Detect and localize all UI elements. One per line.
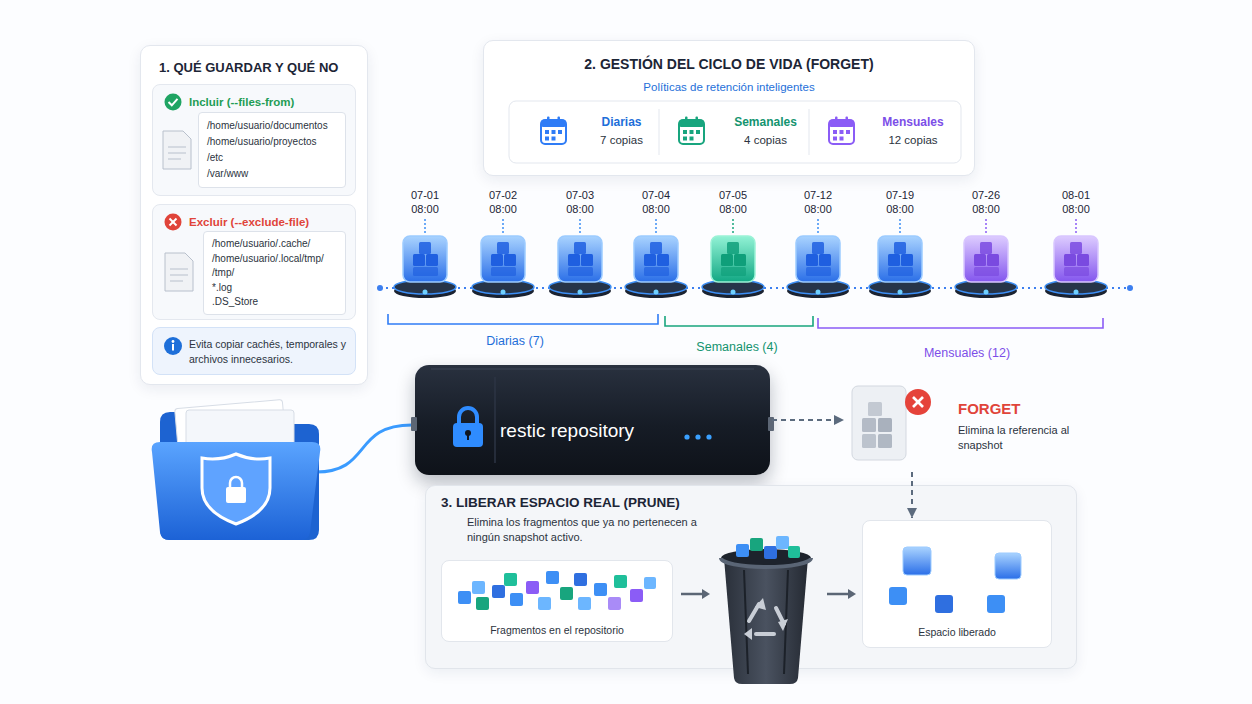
freed-space-box: Espacio liberado [862, 520, 1052, 648]
snapshot-node: 07-19 08:00 [864, 188, 936, 303]
policy-card: Semanales 4 copias [663, 106, 813, 156]
exclude-heading: Excluir (--exclude-file) [189, 214, 345, 230]
path-list: /home/usuario/documentos/home/usuario/pr… [198, 112, 346, 188]
section-panel: 1. QUÉ GUARDAR Y QUÉ NO Incluir (--files… [140, 45, 368, 385]
policy-card: Mensuales 12 copias [813, 106, 958, 156]
calendar-icon [677, 115, 707, 147]
retention-brackets [388, 314, 1103, 328]
section-panel: 3. LIBERAR ESPACIO REAL (PRUNE) Elimina l… [425, 485, 1077, 669]
box-caption: Espacio liberado [863, 625, 1051, 639]
forget-description: Elimina la referencia al snapshot [958, 423, 1090, 453]
snapshot-node: 07-01 08:00 [389, 188, 461, 303]
path-entry: /home/usuario/.local/tmp/ [212, 252, 337, 267]
dashed-arrow [772, 419, 844, 421]
section-subtitle: Elimina los fragmentos que ya no pertene… [467, 515, 699, 545]
calendar-icon [539, 115, 569, 147]
path-entry: *.log [212, 281, 337, 296]
snapshot-node: 07-02 08:00 [467, 188, 539, 303]
snapshot-node: 08-01 08:00 [1040, 188, 1112, 303]
policy-name: Mensuales [868, 114, 958, 130]
forget-node: FORGET Elimina la referencia al snapshot [846, 378, 1096, 470]
fragments-box: Fragmentos en el repositorio [441, 560, 673, 642]
section-panel: 2. GESTIÓN DEL CICLO DE VIDA (FORGET) Pol… [483, 40, 975, 176]
snapshot-date: 07-03 08:00 [560, 188, 600, 216]
policy-name: Semanales [718, 114, 813, 130]
snapshot-date: 07-04 08:00 [636, 188, 676, 216]
include-box: Incluir (--files-from) /home/usuario/docu… [152, 84, 356, 196]
snapshot-node: 07-26 08:00 [950, 188, 1022, 303]
box-caption: Fragmentos en el repositorio [442, 623, 672, 637]
path-entry: /tmp/ [212, 266, 337, 281]
snapshot-date: 07-12 08:00 [798, 188, 838, 216]
snapshot-date: 07-01 08:00 [405, 188, 445, 216]
path-entry: /home/usuario/documentos [207, 118, 337, 134]
section-subtitle: Políticas de retención inteligentes [494, 80, 964, 95]
path-list: /home/usuario/.cache//home/usuario/.loca… [203, 231, 346, 315]
folder-icon [152, 399, 321, 540]
snapshot-date: 08-01 08:00 [1056, 188, 1096, 216]
path-entry: /etc [207, 150, 337, 166]
wire [316, 425, 412, 472]
calendar-icon [827, 115, 857, 147]
snapshot-date: 07-19 08:00 [880, 188, 920, 216]
repository-name: restic repository [500, 419, 770, 442]
dashed-arrow [911, 472, 913, 518]
snapshot-node: 07-12 08:00 [782, 188, 854, 303]
bracket-label: Semanales (4) [657, 339, 817, 355]
snapshot-node: 07-05 08:00 [697, 188, 769, 303]
policy-count: 4 copias [718, 132, 813, 148]
policy-count: 12 copias [868, 132, 958, 148]
policy-count: 7 copias [580, 132, 663, 148]
snapshot-date: 07-02 08:00 [483, 188, 523, 216]
info-icon [153, 328, 357, 376]
repository-box: restic repository [415, 365, 770, 475]
forget-title: FORGET [958, 400, 1096, 418]
snapshot-node: 07-03 08:00 [544, 188, 616, 303]
path-entry: .DS_Store [212, 295, 337, 310]
snapshot-date: 07-05 08:00 [713, 188, 753, 216]
snapshot-node: 07-04 08:00 [620, 188, 692, 303]
info-note: Evita copiar cachés, temporales y archiv… [152, 327, 356, 375]
path-entry: /home/usuario/proyectos [207, 134, 337, 150]
section-title: 3. LIBERAR ESPACIO REAL (PRUNE) [441, 494, 1061, 511]
path-entry: /home/usuario/.cache/ [212, 237, 337, 252]
policy-name: Diarias [580, 114, 663, 130]
include-heading: Incluir (--files-from) [189, 94, 345, 110]
path-entry: /var/www [207, 166, 337, 182]
exclude-box: Excluir (--exclude-file)/home/usuario/.c… [152, 204, 356, 320]
bracket-label: Mensuales (12) [887, 345, 1047, 361]
policy-card: Diarias 7 copias [525, 106, 663, 156]
snapshot-date: 07-26 08:00 [966, 188, 1006, 216]
note-text: Evita copiar cachés, temporales y archiv… [189, 337, 347, 367]
bracket-label: Diarias (7) [435, 333, 595, 349]
section-title: 1. QUÉ GUARDAR Y QUÉ NO [159, 60, 349, 76]
section-title: 2. GESTIÓN DEL CICLO DE VIDA (FORGET) [494, 55, 964, 73]
